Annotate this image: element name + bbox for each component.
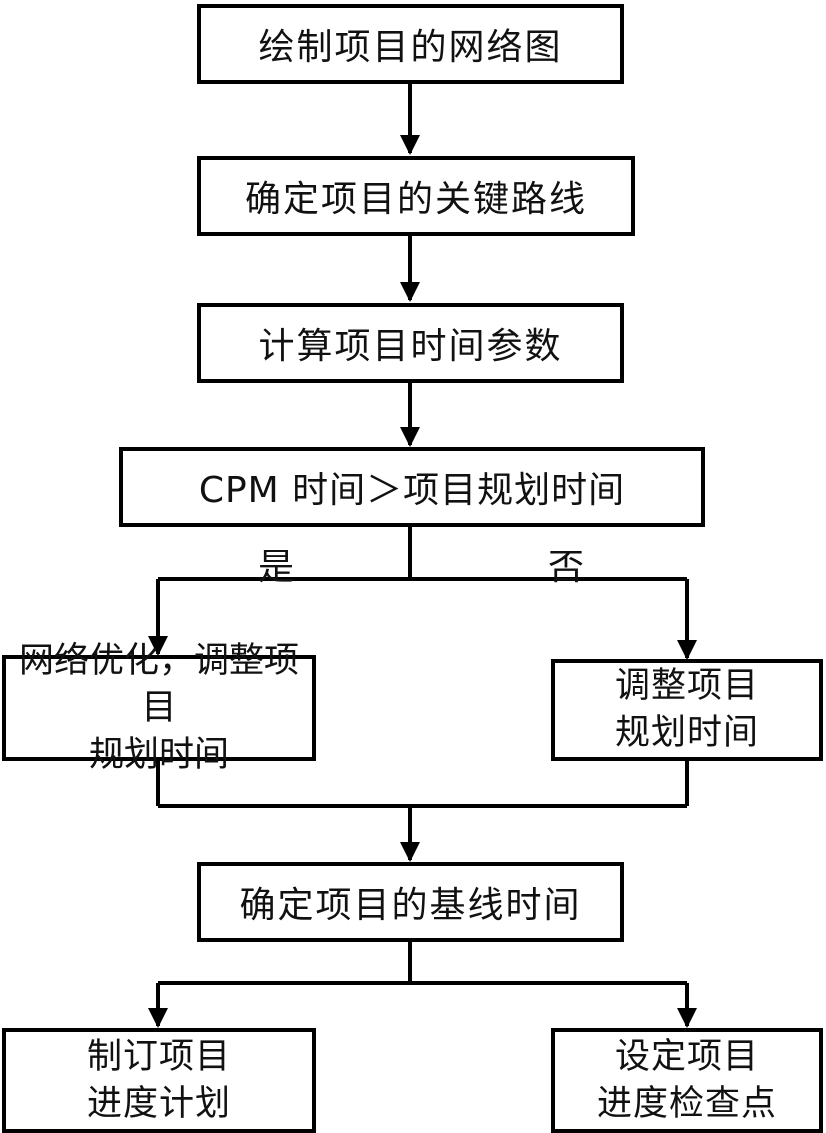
node-make-plan-line2: 进度计划: [86, 1083, 231, 1124]
node-optimize-line2: 规划时间: [88, 734, 229, 775]
node-decision-text: CPM 时间＞项目规划时间: [198, 470, 626, 511]
node-baseline-text: 确定项目的基线时间: [239, 885, 582, 926]
branch-label-yes: 是: [258, 547, 295, 588]
node-critical-path-text: 确定项目的关键路线: [244, 179, 587, 220]
node-set-checkpoints-line1: 设定项目: [614, 1036, 759, 1077]
node-calc-params: 计算项目时间参数: [197, 303, 624, 383]
node-draw-network-text: 绘制项目的网络图: [258, 27, 563, 68]
node-calc-params-text: 计算项目时间参数: [258, 326, 563, 367]
node-set-checkpoints: 设定项目 进度检查点: [551, 1028, 823, 1133]
node-adjust-line2: 规划时间: [614, 713, 759, 753]
node-optimize: 网络优化，调整项目 规划时间: [2, 641, 316, 775]
branch-label-no: 否: [548, 547, 585, 588]
node-make-plan-line1: 制订项目: [86, 1036, 231, 1077]
node-adjust: 调整项目 规划时间: [551, 659, 823, 761]
node-adjust-line1: 调整项目: [614, 666, 759, 706]
node-decision: CPM 时间＞项目规划时间: [119, 447, 705, 527]
node-make-plan: 制订项目 进度计划: [2, 1028, 316, 1133]
node-critical-path: 确定项目的关键路线: [197, 156, 635, 236]
node-set-checkpoints-line2: 进度检查点: [596, 1083, 777, 1124]
node-optimize-line1: 网络优化，调整项目: [18, 640, 299, 728]
node-baseline: 确定项目的基线时间: [197, 862, 624, 942]
node-draw-network: 绘制项目的网络图: [197, 4, 624, 84]
